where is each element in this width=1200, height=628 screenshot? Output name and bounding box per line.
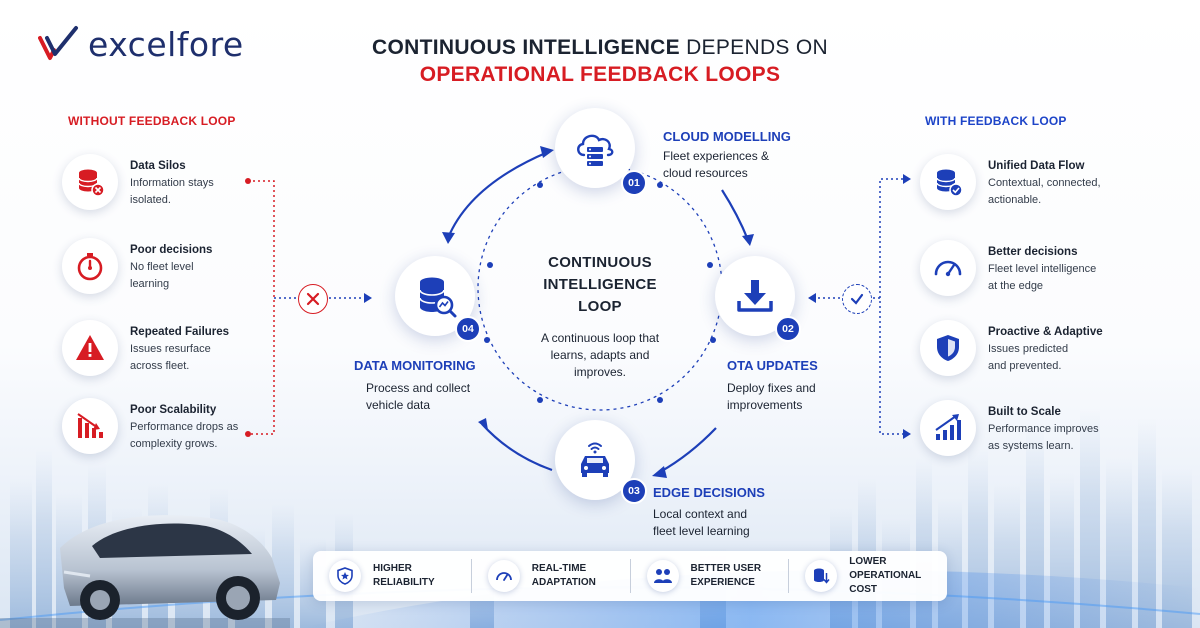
speedometer-icon: [487, 560, 520, 592]
side-item-title: Repeated Failures: [130, 326, 230, 338]
shield-icon: [920, 320, 976, 376]
node-desc: Deploy fixes and improvements: [727, 381, 816, 412]
download-icon: [737, 280, 773, 312]
node-desc: Process and collect vehicle data: [366, 381, 471, 412]
side-item-title: Proactive & Adaptive: [988, 326, 1103, 338]
side-item-desc: Fleet level intelligence at the edge: [988, 263, 1097, 292]
node-number-badge: 01: [621, 170, 647, 196]
node-desc: Local context and fleet level learning: [653, 507, 750, 538]
shield-star-icon: [329, 560, 361, 592]
declining-chart-icon: [62, 398, 118, 454]
side-item-desc: No fleet level learning: [130, 261, 194, 290]
side-item-desc: Performance drops as complexity grows.: [130, 421, 239, 450]
warning-icon: [62, 320, 118, 376]
x-mark-icon: [298, 284, 328, 314]
side-item-desc: Issues predicted and prevented.: [988, 343, 1069, 372]
without-item-poor-decisions: Poor decisions No fleet level learning: [62, 238, 302, 294]
page-title-line2: OPERATIONAL FEEDBACK LOOPS: [419, 63, 781, 86]
side-item-desc: Issues resurface across fleet.: [130, 343, 211, 372]
without-feedback-heading: WITHOUT FEEDBACK LOOP: [68, 114, 236, 128]
benefit-higher-reliability: HIGHER RELIABILITY: [313, 559, 471, 593]
benefit-label: LOWER OPERATIONAL COST: [849, 556, 922, 595]
side-item-desc: Performance improves as systems learn.: [988, 423, 1099, 452]
database-x-icon: [62, 154, 118, 210]
benefit-label: HIGHER RELIABILITY: [373, 563, 435, 588]
brand-name: excelfore: [88, 24, 244, 64]
node-cloud-modelling: [555, 108, 635, 188]
benefit-better-user-experience: BETTER USER EXPERIENCE: [629, 559, 789, 593]
node-title: OTA UPDATES: [727, 358, 818, 373]
node-title: CLOUD MODELLING: [663, 129, 791, 144]
benefits-bar: HIGHER RELIABILITY REAL-TIME ADAPTATION …: [313, 551, 947, 601]
with-item-better-decisions: Better decisions Fleet level intelligenc…: [920, 240, 1160, 296]
title-bold-text: CONTINUOUS INTELLIGENCE: [372, 36, 680, 59]
side-item-desc: Information stays isolated.: [130, 177, 214, 206]
without-item-data-silos: Data Silos Information stays isolated.: [62, 154, 302, 210]
side-item-title: Unified Data Flow: [988, 160, 1085, 172]
side-item-desc: Contextual, connected, actionable.: [988, 177, 1101, 206]
stopwatch-icon: [62, 238, 118, 294]
excelfore-logo-mark: [38, 26, 78, 60]
benefit-label: REAL-TIME ADAPTATION: [531, 563, 596, 588]
with-item-built-to-scale: Built to Scale Performance improves as s…: [920, 400, 1160, 456]
node-number-badge: 02: [775, 316, 801, 342]
side-item-title: Better decisions: [988, 246, 1078, 258]
node-title: DATA MONITORING: [354, 358, 476, 373]
node-number-badge: 04: [455, 316, 481, 342]
database-check-icon: [920, 154, 976, 210]
without-item-poor-scalability: Poor Scalability Performance drops as co…: [62, 398, 302, 454]
title-normal-text: DEPENDS ON: [686, 36, 828, 59]
database-down-icon: [805, 560, 838, 592]
with-item-unified-data-flow: Unified Data Flow Contextual, connected,…: [920, 154, 1160, 210]
without-item-repeated-failures: Repeated Failures Issues resurface acros…: [62, 320, 302, 376]
side-item-title: Data Silos: [130, 160, 186, 172]
side-item-title: Poor decisions: [130, 244, 213, 256]
growth-chart-icon: [920, 400, 976, 456]
connected-car-icon: [581, 442, 609, 477]
node-desc: Fleet experiences & cloud resources: [663, 149, 770, 180]
node-data-monitoring: [395, 256, 475, 336]
with-feedback-heading: WITH FEEDBACK LOOP: [925, 114, 1067, 128]
side-item-title: Built to Scale: [988, 406, 1061, 418]
brand-logo: excelfore: [38, 18, 258, 70]
database-search-icon: [419, 277, 457, 318]
benefit-real-time-adaptation: REAL-TIME ADAPTATION: [470, 559, 630, 593]
node-number-badge: 03: [621, 478, 647, 504]
electric-car-image: [0, 515, 290, 628]
page-title-line1: CONTINUOUS INTELLIGENCE DEPENDS ON: [0, 36, 1200, 60]
benefit-lower-operational-cost: LOWER OPERATIONAL COST: [788, 556, 947, 595]
loop-center-title: CONTINUOUS INTELLIGENCE LOOP: [543, 254, 657, 315]
with-item-proactive-adaptive: Proactive & Adaptive Issues predicted an…: [920, 320, 1160, 376]
cloud-server-icon: [577, 134, 614, 166]
check-mark-icon: [842, 284, 872, 314]
users-icon: [646, 560, 679, 592]
benefit-label: BETTER USER EXPERIENCE: [690, 563, 762, 588]
gauge-icon: [920, 240, 976, 296]
node-title: EDGE DECISIONS: [653, 485, 765, 500]
side-item-title: Poor Scalability: [130, 404, 217, 416]
loop-center-desc: A continuous loop that learns, adapts an…: [540, 331, 660, 379]
